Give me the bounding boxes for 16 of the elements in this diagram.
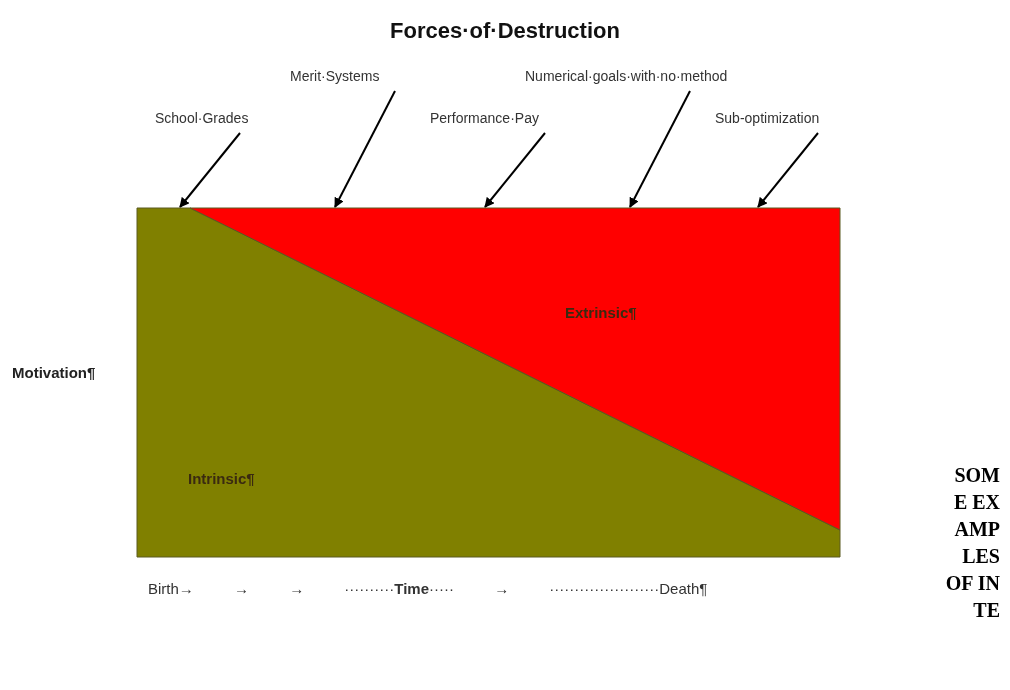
arrow <box>629 90 691 208</box>
annotation-label: Merit·Systems <box>290 68 380 85</box>
arrow <box>334 90 396 208</box>
annotation-label: Numerical·goals·with·no·method <box>525 68 728 85</box>
arrow <box>757 132 819 208</box>
region-label: Extrinsic¶ <box>565 304 637 321</box>
region-label: Intrinsic¶ <box>188 470 255 487</box>
side-heading: SOME EXAMPLES OF INTE <box>944 463 1000 623</box>
axis-label: Motivation¶ <box>12 364 96 381</box>
axis-label: Birth→ → → ··········Time····· → ······················Death¶ <box>148 580 708 597</box>
diagram-title: Forces·of·Destruction <box>389 18 621 44</box>
arrow <box>179 132 241 208</box>
annotation-label: Sub-optimization <box>715 110 820 127</box>
annotation-label: School·Grades <box>155 110 249 127</box>
annotation-label: Performance·Pay <box>430 110 539 127</box>
arrow <box>484 132 546 208</box>
